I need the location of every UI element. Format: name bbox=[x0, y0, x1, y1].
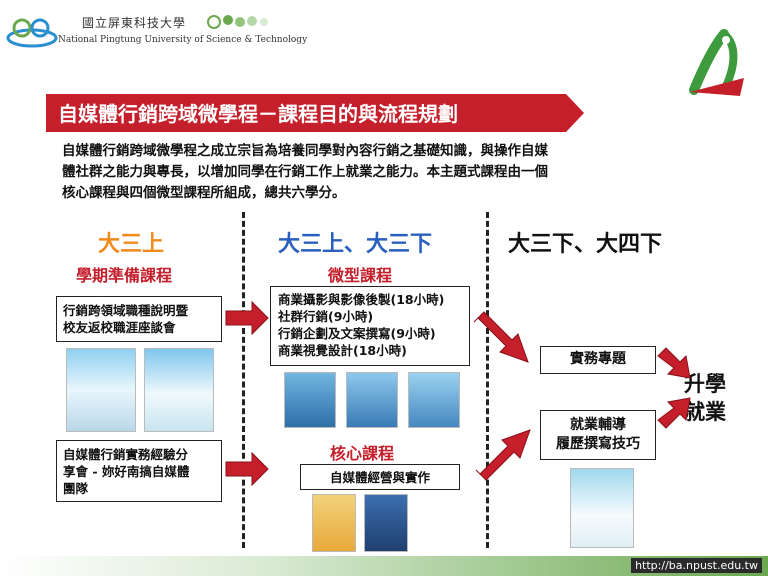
column-divider-1 bbox=[242, 212, 245, 548]
outcome-label: 升學 就業 bbox=[684, 370, 726, 426]
arrow-up-right-icon bbox=[475, 429, 531, 481]
school-name-en: National Pingtung University of Science … bbox=[58, 35, 308, 45]
poster-image bbox=[570, 468, 634, 548]
intro-line: 體社群之能力與專長，以增加同學在行銷工作上就業之能力。本主題式課程由一個 bbox=[62, 164, 548, 180]
orientation-seminar-box: 行銷跨領域職種說明暨 校友返校職涯座談會 bbox=[56, 296, 222, 342]
micro-course-item: 商業攝影與影像後製(18小時) bbox=[278, 292, 445, 307]
col2-heading: 大三上、大三下 bbox=[278, 232, 433, 257]
school-name-cn: 國立屏東科技大學 bbox=[82, 16, 187, 30]
footer-bar bbox=[0, 556, 768, 576]
university-logo-icon bbox=[6, 18, 58, 48]
title-banner-arrow bbox=[566, 94, 584, 132]
col1-subheading: 學期準備課程 bbox=[76, 266, 173, 285]
core-course-posters bbox=[312, 494, 412, 552]
col3-heading: 大三下、大四下 bbox=[508, 232, 663, 257]
instructor-photo bbox=[346, 372, 398, 428]
title-banner bbox=[46, 94, 566, 132]
intro-line: 核心課程與四個微型課程所組成，總共六學分。 bbox=[62, 185, 346, 201]
career-guidance-box: 就業輔導 履歷撰寫技巧 bbox=[540, 410, 656, 460]
column-divider-2 bbox=[486, 212, 489, 548]
self-media-sharing-box: 自媒體行銷實務經驗分 享會 - 妳好南搞自媒體 團隊 bbox=[56, 440, 222, 502]
core-course-heading: 核心課程 bbox=[330, 444, 395, 463]
col2-subheading: 微型課程 bbox=[328, 266, 393, 285]
core-course-box: 自媒體經營與實作 bbox=[300, 464, 460, 490]
page-title: 自媒體行銷跨域微學程－課程目的與流程規劃 bbox=[58, 102, 458, 126]
outcome-further-study: 升學 bbox=[684, 372, 726, 396]
poster-image bbox=[312, 494, 356, 552]
arrow-right-icon bbox=[225, 451, 269, 487]
poster-image bbox=[66, 348, 136, 432]
instructor-photo bbox=[408, 372, 460, 428]
arrow-down-right-icon bbox=[473, 311, 529, 363]
instructor-photos bbox=[284, 372, 464, 428]
instructor-photo bbox=[284, 372, 336, 428]
intro-line: 自媒體行銷跨域微學程之成立宗旨為培養同學對內容行銷之基礎知識，與操作自媒 bbox=[62, 143, 548, 159]
career-poster bbox=[570, 468, 634, 548]
outcome-employment: 就業 bbox=[684, 400, 726, 424]
poster-image bbox=[144, 348, 214, 432]
seminar-posters bbox=[66, 348, 216, 432]
arrow-right-icon bbox=[225, 300, 269, 336]
practical-project-box: 實務專題 bbox=[540, 346, 656, 374]
micro-course-item: 商業視覺設計(18小時) bbox=[278, 343, 407, 358]
poster-image bbox=[364, 494, 408, 552]
micro-courses-box: 商業攝影與影像後製(18小時) 社群行銷(9小時) 行銷企劃及文案撰寫(9小時)… bbox=[270, 286, 470, 366]
col1-heading: 大三上 bbox=[98, 232, 165, 257]
micro-course-item: 社群行銷(9小時) bbox=[278, 309, 374, 324]
mascot-logo-icon bbox=[689, 29, 744, 96]
decorative-circles-icon bbox=[207, 15, 268, 29]
micro-course-item: 行銷企劃及文案撰寫(9小時) bbox=[278, 326, 436, 341]
footer-url[interactable]: http://ba.npust.edu.tw bbox=[631, 558, 762, 573]
intro-paragraph: 自媒體行銷跨域微學程之成立宗旨為培養同學對內容行銷之基礎知識，與操作自媒 體社群… bbox=[62, 141, 722, 204]
